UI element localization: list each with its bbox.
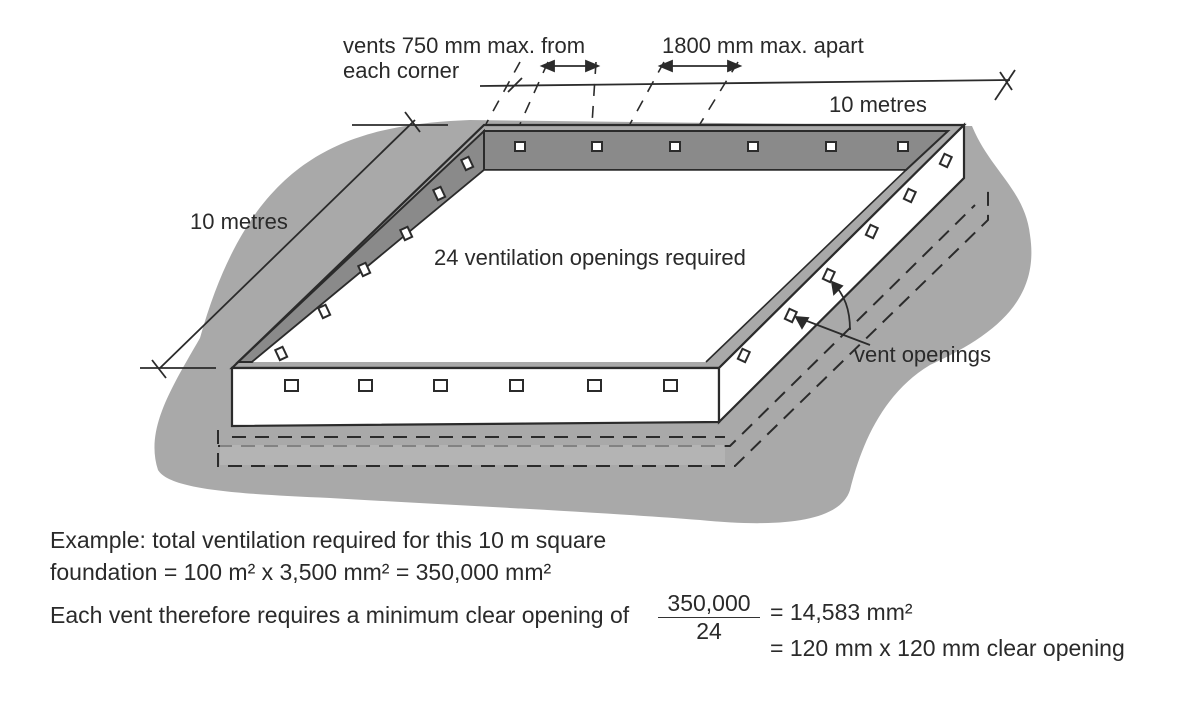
vent-spacing-extension-lines <box>485 61 739 125</box>
fraction-denominator: 24 <box>696 618 722 644</box>
foundation-interior <box>252 170 906 362</box>
front-footing-shade <box>220 445 725 465</box>
front-wall-vents <box>284 379 678 392</box>
ventilation-count-label: 24 ventilation openings required <box>434 245 746 270</box>
vent-spacing-label: 1800 mm max. apart <box>662 33 864 58</box>
calculation-result2: = 120 mm x 120 mm clear opening <box>770 635 1125 661</box>
fraction-numerator: 350,000 <box>658 590 760 618</box>
vent-openings-leader <box>794 280 871 346</box>
calculation-result1: = 14,583 mm² <box>770 599 913 625</box>
front-wall-face <box>230 366 721 428</box>
top-length-label: 10 metres <box>829 92 927 117</box>
top-dimension-line <box>479 69 1016 101</box>
far-wall-inner-face <box>483 130 951 171</box>
vent-area-fraction: 350,000 24 <box>658 590 760 644</box>
calculation-line2: foundation = 100 m² x 3,500 mm² = 350,00… <box>50 559 552 585</box>
corner-dimension-arrows <box>507 59 743 93</box>
calculation-line1: Example: total ventilation required for … <box>50 527 607 553</box>
calculation-line3: Each vent therefore requires a minimum c… <box>50 602 630 628</box>
left-dimension-line <box>140 111 448 379</box>
vents-corner-label-line2: each corner <box>343 58 460 83</box>
vents-corner-label-line1: vents 750 mm max. from <box>343 33 586 58</box>
left-wall-vents <box>273 155 475 362</box>
vent-openings-label: vent openings <box>854 342 991 367</box>
far-wall-vents <box>514 141 909 152</box>
right-wall-vents <box>736 152 954 364</box>
left-length-label: 10 metres <box>190 209 288 234</box>
